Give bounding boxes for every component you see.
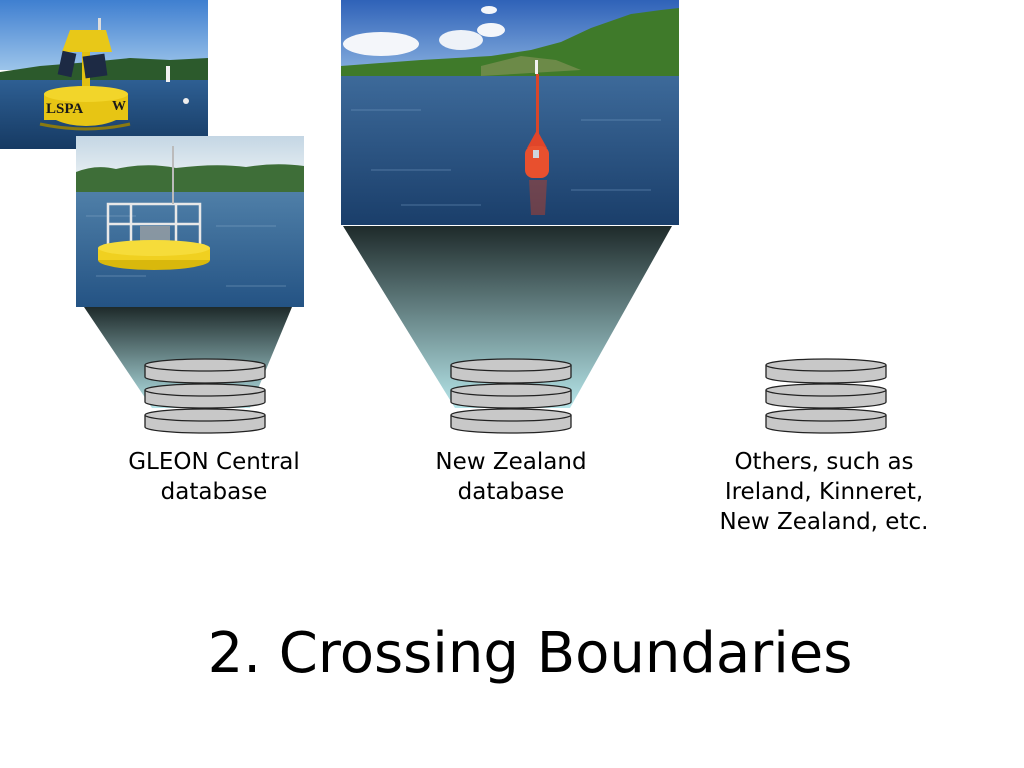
database-label-others: Others, such as Ireland, Kinneret, New Z… <box>696 447 952 537</box>
database-label-others-line3: New Zealand, etc. <box>719 509 929 535</box>
photo-yellow-buoy-solar: LSPA W <box>0 0 208 149</box>
database-label-others-line1: Others, such as <box>734 449 914 475</box>
cone-gleon <box>84 307 292 408</box>
photo-red-spar-buoy <box>341 0 679 225</box>
database-icon-others <box>765 358 887 434</box>
database-label-gleon-line1: GLEON Central <box>128 449 300 475</box>
buoy-label-text: LSPA <box>46 101 83 117</box>
database-label-gleon-line2: database <box>160 479 268 505</box>
database-icon-gleon <box>144 358 266 434</box>
database-label-nz-line2: database <box>457 479 565 505</box>
database-label-others-line2: Ireland, Kinneret, <box>724 479 924 505</box>
photo-yellow-platform-buoy <box>76 136 304 307</box>
database-label-nz-line1: New Zealand <box>435 449 587 475</box>
database-icon-new-zealand <box>450 358 572 434</box>
database-label-new-zealand: New Zealand database <box>401 447 621 507</box>
buoy-label-text-2: W <box>112 99 126 114</box>
database-label-gleon: GLEON Central database <box>104 447 324 507</box>
slide-title: 2. Crossing Boundaries <box>207 621 853 686</box>
cone-new-zealand <box>343 226 672 408</box>
